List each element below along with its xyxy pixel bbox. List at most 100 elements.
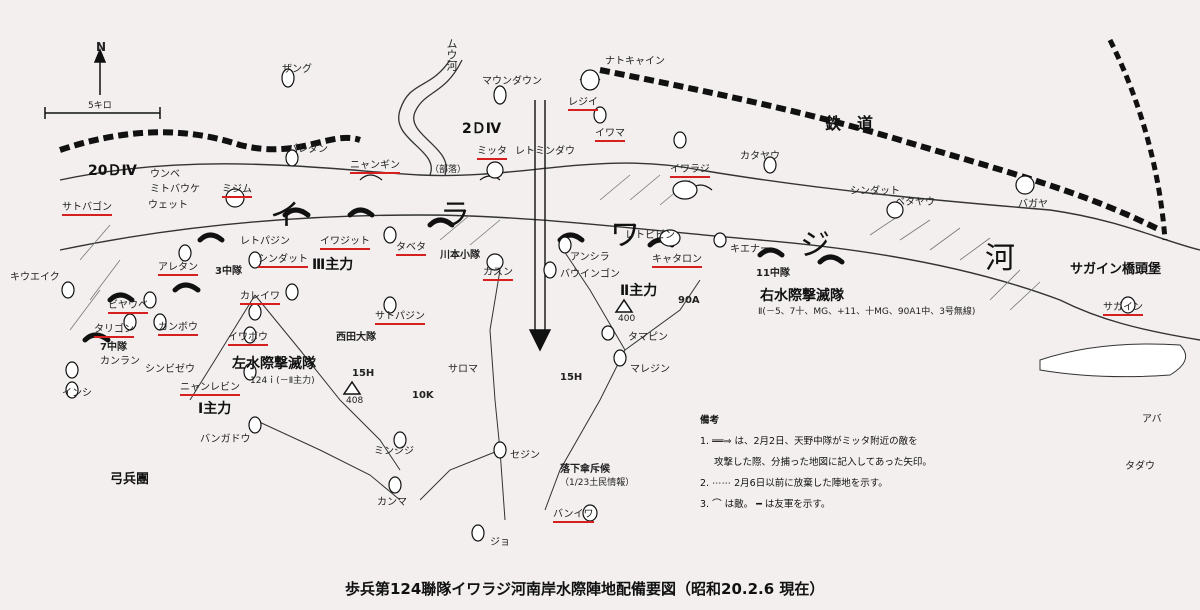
place-minjiji: ミンジジ [374,446,414,457]
railway-line-east [599,67,1162,233]
place-anshira: アンシラ [570,252,610,263]
place-retopajin: レトパジン [240,236,290,247]
hill-408-icon [342,380,362,395]
right-force-sub: Ⅱ(－5、7十、MG、+11、十MG、90A1中、3号無線) [758,307,976,317]
river-south-bank [59,214,1200,341]
bridgehead-label: サガイン橋頭堡 [1070,262,1162,277]
place-tabeta: タベタ [396,238,426,256]
place-maundaun: マウンダウン [482,76,542,87]
unit-10k: 10K [412,390,434,401]
archers-label: 弓兵團 [110,472,150,487]
river-label-1: イ [270,198,302,233]
place-kienaa: キエナー [730,244,770,255]
place-bagaya: バガヤ [1018,199,1048,210]
place-marejin: マレジン [630,364,670,375]
place-bangadou: バンガドウ [200,434,251,445]
railway-line [59,129,361,153]
place-iwaraji: イワラジ [670,160,710,178]
legend: 備考 1. ══⇒ は、2月2日、天野中隊がミッタ附近の敵を 攻撃した際、分捕っ… [700,410,1000,515]
place-tadau: タダウ [1125,461,1155,472]
hill-400-icon [614,298,634,313]
place-kanbou: カンボウ [158,318,198,336]
place-wetto: ウェット [148,200,188,211]
place-iwama: イワマ [595,124,625,142]
map-caption: 歩兵第124聯隊イワラジ河南岸水際陣地配備要図（昭和20.2.6 現在） [345,580,825,598]
unit-c7: 7中隊 [100,342,127,353]
unit-90a: 90A [678,295,700,306]
place-nyanrebin: ニャンレビン [180,378,240,396]
towns [61,68,1136,542]
compass-north: N [96,40,107,54]
river-label-3: ワ [610,218,642,253]
legend-item-3: 3. ⌒ は敵。 ━ は友軍を示す。 [700,499,831,510]
place-jo: ジョ [490,537,510,548]
drop-scouts: 落下傘斥候 [560,464,610,475]
place-kareiwa: カレイワ [240,287,280,305]
roads [189,244,701,521]
place-nyangin: ニャンギン [350,156,400,174]
unit-c11: 11中隊 [756,268,790,279]
hill-400: 400 [618,314,636,324]
railway-north [1107,38,1168,241]
place-unbe: ウンベ [150,169,180,180]
place-letomindau: レトミンダウ [515,146,575,157]
place-kiuaiku: キウエイク [10,272,60,283]
place-sejin: セジン [510,450,540,461]
place-kanran: カンラン [100,356,140,367]
sagain-shore [1039,343,1187,378]
place-tarigon: タリゴン [94,320,134,338]
double-arrow [528,100,552,352]
place-satopajin: サトパジン [375,307,425,325]
place-kyatarone: キャタロン [652,250,702,268]
unit-nishida: 西田大隊 [336,332,376,343]
hill-408: 408 [346,396,364,406]
place-baniwa: バンイワ [553,505,594,523]
unit-kawamoto: 川本小隊 [440,250,480,261]
place-retopipin: レトピピン [625,230,675,241]
place-paredan: パレダン [288,144,328,155]
place-shindatto-e: シンダット [850,186,900,197]
unit-third-main: Ⅲ主力 [312,257,354,273]
legend-item-1a: 1. ══⇒ は、2月2日、天野中隊がミッタ附近の敵を [700,436,918,447]
place-satobagon: サトバゴン [62,198,112,216]
river-label-2: ラ [440,198,472,233]
unit-20div: 20ＤⅣ [88,163,137,179]
place-inshi: インシ [62,388,92,399]
place-iwabou: イワボウ [228,328,268,346]
place-sagain: サガイン [1103,298,1143,316]
place-buraku: （部落） [430,165,467,175]
place-mitta: ミッタ [477,142,507,160]
place-shindatto-w: シンダット [258,250,308,268]
unit-first-main: Ⅰ主力 [198,401,232,417]
place-kasun: カスン [483,263,513,281]
place-saroma: サロマ [448,364,478,375]
north-arrow-icon [44,48,161,119]
unit-c3: 3中隊 [215,266,242,277]
place-shinbezau: シンビゼウ [145,364,195,375]
legend-item-1b: 攻撃した際、分捕った地図に記入してあった矢印。 [714,457,932,468]
scale-label: 5キロ [88,101,112,111]
place-zangu: ザング [282,64,312,75]
left-force-sub: 124ｉ(－Ⅱ主力) [250,376,315,386]
unit-2div: 2ＤⅣ [462,121,502,137]
place-kanma: カンマ [377,497,407,508]
drop-scouts-sub: （1/23土民情報） [560,478,635,488]
place-mitobauke: ミトバウケ [150,184,200,195]
legend-title: 備考 [700,415,720,426]
place-rejii: レジイ [568,93,598,111]
railway-label: 鉄 道 [825,114,874,133]
unit-15h-a: 15H [352,368,375,379]
mu-river [398,59,451,176]
mu-river-bank [413,59,463,176]
place-bauingon: バウインゴン [560,269,620,280]
mu-river-label: ムウ河 [445,38,458,71]
place-betayau: ベタヤウ [895,197,935,208]
enemy-positions [359,74,713,191]
place-aba: アバ [1142,414,1162,425]
place-areta: アレタン [158,258,198,276]
place-katayau: カタヤウ [740,151,780,162]
place-natokyain: ナトキャイン [605,56,665,67]
place-mijimu: ミジム [222,180,252,198]
place-byaube: ビヤウベ [108,296,148,314]
